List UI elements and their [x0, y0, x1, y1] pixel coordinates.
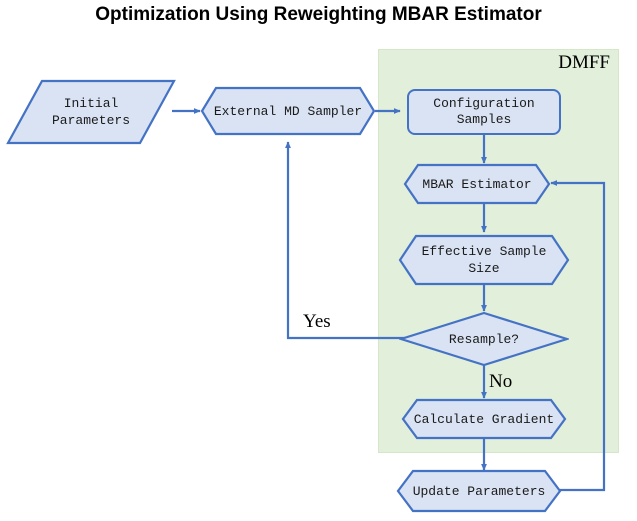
- node-initial-parameters[interactable]: Initial Parameters: [6, 79, 176, 145]
- node-mbar-estimator[interactable]: MBAR Estimator: [403, 163, 551, 205]
- node-resample-decision[interactable]: Resample?: [399, 311, 569, 367]
- node-update-parameters[interactable]: Update Parameters: [396, 469, 562, 513]
- node-effective-sample-size[interactable]: Effective Sample Size: [398, 234, 570, 286]
- node-configuration-samples[interactable]: Configuration Samples: [407, 89, 561, 135]
- edge-resample-yes-to-sampler: [285, 141, 412, 340]
- dmff-container-label: DMFF: [558, 52, 610, 73]
- node-configuration-samples-label: Configuration Samples: [433, 96, 535, 127]
- page-title: Optimization Using Reweighting MBAR Esti…: [95, 4, 542, 25]
- node-initial-parameters-label: Initial Parameters: [51, 96, 130, 128]
- node-calculate-gradient[interactable]: Calculate Gradient: [401, 398, 567, 440]
- node-external-md-sampler[interactable]: External MD Sampler: [200, 86, 376, 136]
- edge-label-no: No: [489, 371, 513, 392]
- edge-label-yes: Yes: [303, 311, 331, 332]
- edge-update-to-mbar: [550, 180, 606, 492]
